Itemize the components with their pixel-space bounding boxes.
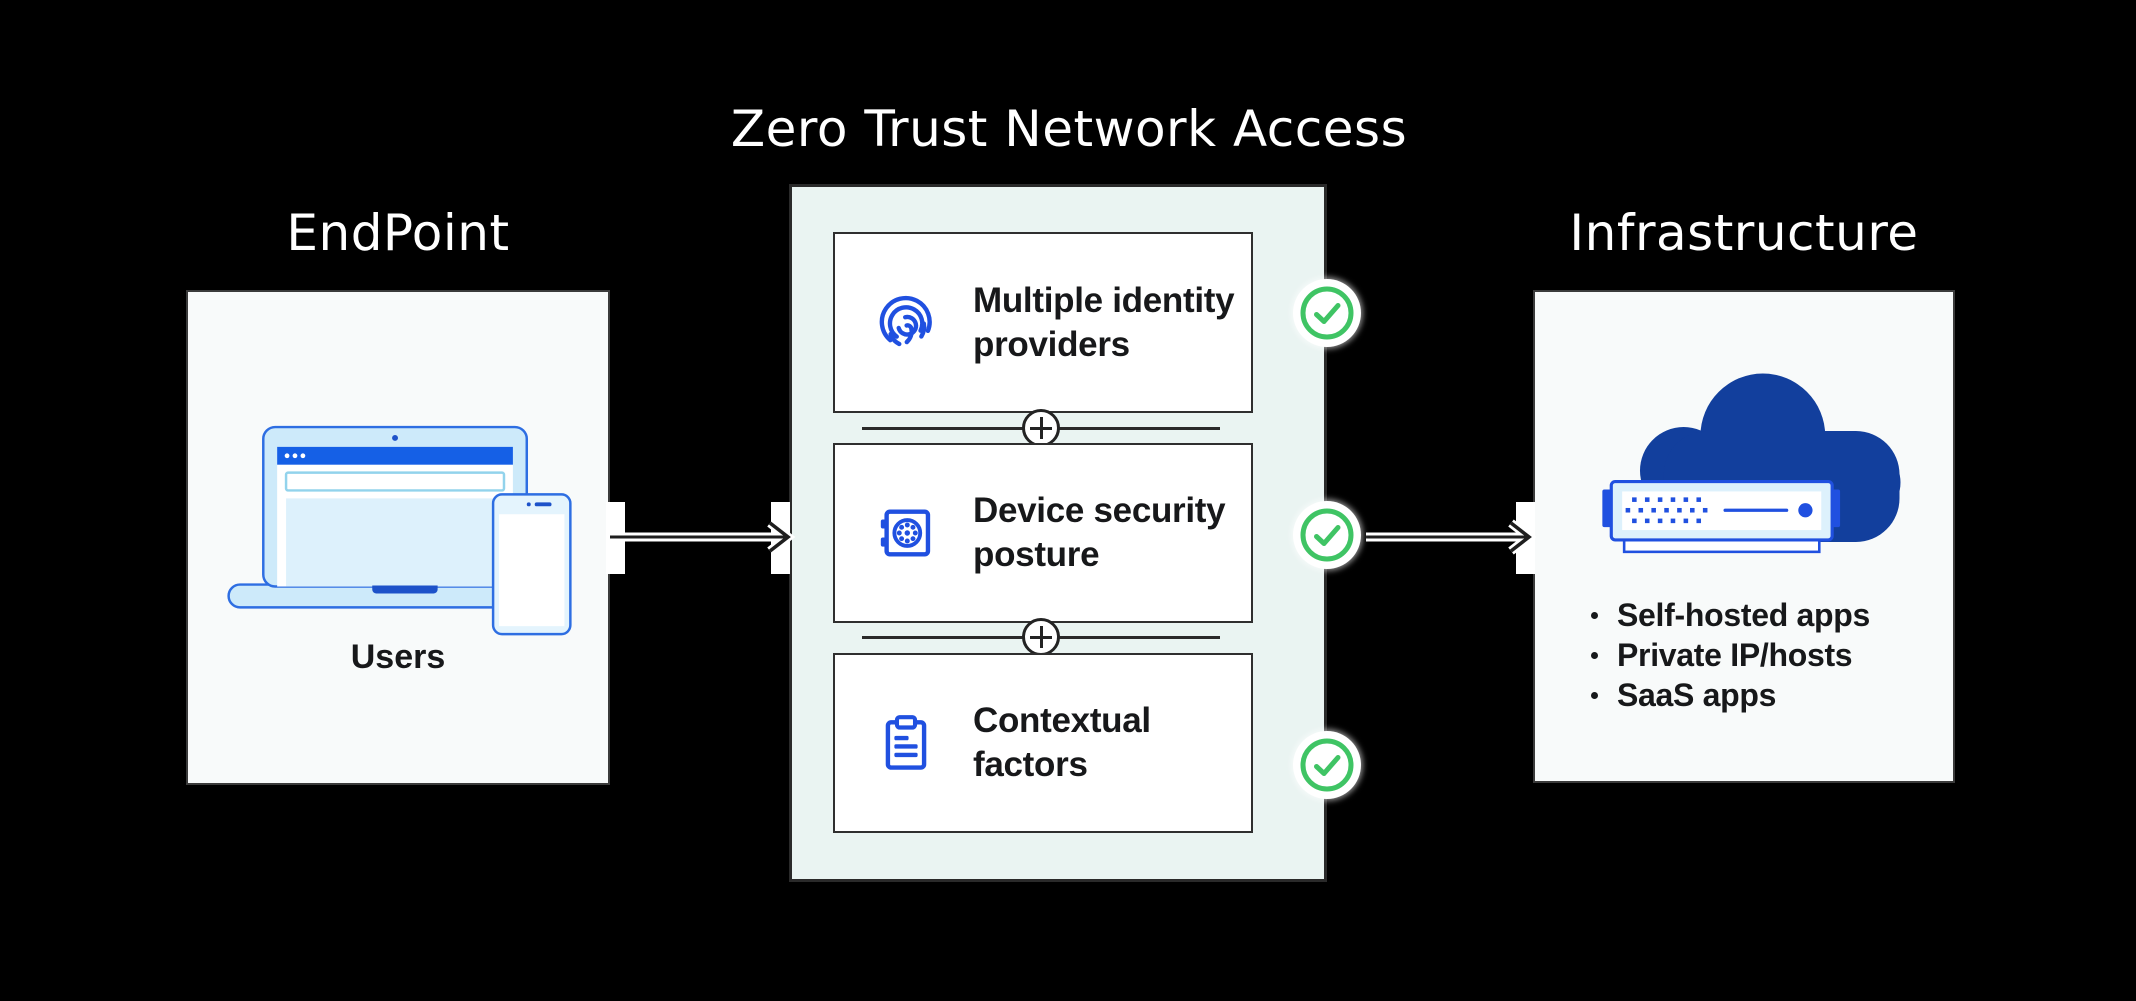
- list-item-label: Private IP/hosts: [1617, 636, 1853, 673]
- infrastructure-box: Self-hosted apps Private IP/hosts SaaS a…: [1533, 290, 1955, 783]
- list-item: Self-hosted apps: [1591, 595, 1870, 635]
- endpoint-heading: EndPoint: [286, 204, 510, 262]
- card-label-line: Multiple identity: [973, 280, 1235, 320]
- laptop-phone-illustration: [227, 425, 572, 636]
- card-label: Multiple identity providers: [973, 279, 1235, 367]
- bullet-icon: [1591, 651, 1598, 659]
- diagram-title: Zero Trust Network Access: [730, 100, 1408, 158]
- infrastructure-heading: Infrastructure: [1569, 204, 1919, 262]
- card-device-security-posture: Device security posture: [833, 443, 1253, 623]
- check-circle-icon: [1300, 508, 1354, 562]
- fingerprint-icon: [875, 292, 937, 354]
- bullet-icon: [1591, 611, 1598, 619]
- plus-circle-icon: [1022, 618, 1060, 656]
- card-label-line: posture: [973, 535, 1100, 574]
- cloud-server-illustration: [1602, 373, 1901, 554]
- bullet-icon: [1591, 691, 1598, 699]
- card-contextual-factors: Contextual factors: [833, 653, 1253, 833]
- list-item-label: SaaS apps: [1617, 676, 1777, 713]
- ztna-panel: Multiple identity providers: [789, 184, 1327, 882]
- list-item-label: Self-hosted apps: [1617, 596, 1871, 633]
- card-label-line: Contextual: [973, 701, 1151, 740]
- endpoint-box: Users: [186, 290, 610, 785]
- card-label: Device security posture: [973, 489, 1226, 577]
- plus-circle-icon: [1022, 409, 1060, 447]
- card-multiple-identity-providers: Multiple identity providers: [833, 232, 1253, 413]
- clipboard-icon: [875, 712, 937, 774]
- card-label-line: Device security: [973, 491, 1226, 530]
- infrastructure-list: Self-hosted apps Private IP/hosts SaaS a…: [1591, 595, 1870, 715]
- list-item: SaaS apps: [1591, 675, 1870, 715]
- users-caption: Users: [350, 638, 446, 676]
- check-circle-icon: [1300, 738, 1354, 792]
- card-label: Contextual factors: [973, 699, 1151, 787]
- arrow-endpoint-to-ztna: [610, 519, 796, 555]
- check-circle-icon: [1300, 286, 1354, 340]
- arrow-ztna-to-infrastructure: [1366, 519, 1537, 555]
- card-label-line: providers: [973, 324, 1130, 364]
- safe-icon: [875, 502, 937, 564]
- card-label-line: factors: [973, 745, 1088, 784]
- list-item: Private IP/hosts: [1591, 635, 1870, 675]
